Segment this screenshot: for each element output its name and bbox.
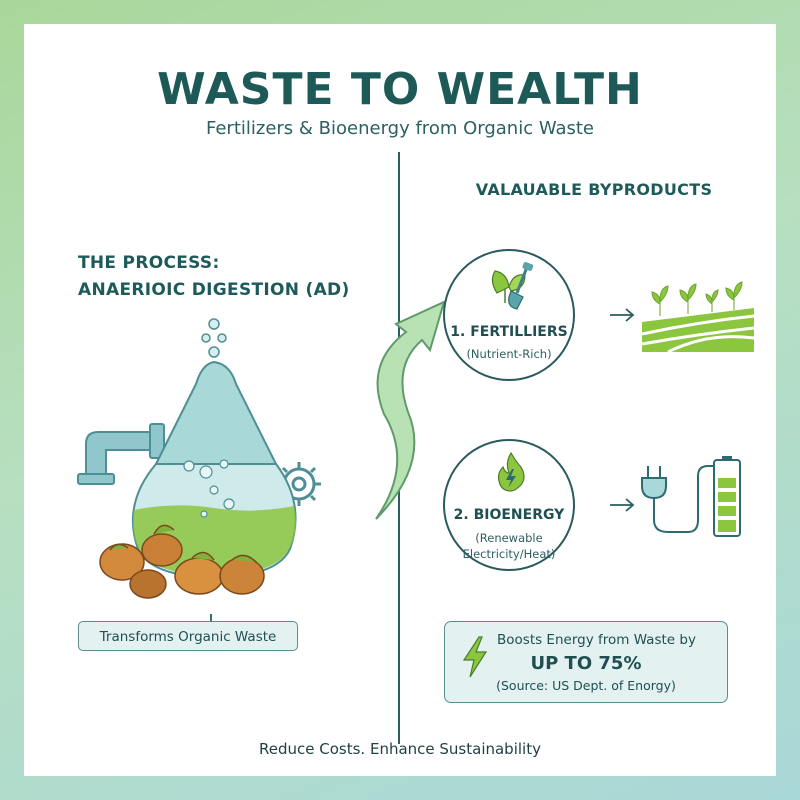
bioenergy-card: 2. BIOENERGY (Renewable Electricity/Heat… xyxy=(443,439,575,571)
page-title: WASTE TO WEALTH xyxy=(157,64,643,115)
infographic-panel: WASTE TO WEALTH Fertilizers & Bioenergy … xyxy=(24,24,776,776)
bioenergy-sub: (Renewable Electricity/Heat) xyxy=(445,530,573,562)
bioenergy-sub-line2: Electricity/Heat) xyxy=(462,547,556,561)
process-title-line1: THE PROCESS: xyxy=(78,253,220,273)
fertilizer-sub: (Nutrient-Rich) xyxy=(466,347,552,361)
lightning-bolt-icon xyxy=(462,636,488,678)
digester-illustration xyxy=(77,318,321,631)
plant-shovel-icon xyxy=(491,262,534,310)
curved-arrow-icon xyxy=(375,300,446,520)
digester-cone xyxy=(154,360,278,465)
stat-source: (Source: US Dept. of Enorgy) xyxy=(496,678,676,693)
transforms-label: Transforms Organic Waste xyxy=(78,621,298,651)
plug-battery-icon xyxy=(641,456,741,537)
bioenergy-sub-line1: (Renewable xyxy=(475,531,543,545)
pipe-icon xyxy=(77,423,165,485)
process-title: THE PROCESS: ANAERIOIC DIGESTION (AD) xyxy=(78,250,350,304)
footer-tagline: Reduce Costs. Enhance Sustainability xyxy=(259,740,541,758)
right-arrow-icon xyxy=(610,308,635,322)
bubbles-icon xyxy=(201,318,227,358)
byproducts-title: VALAUABLE BYPRODUCTS xyxy=(475,180,713,199)
right-arrow-icon-2 xyxy=(610,498,635,512)
fertilizer-card: 1. FERTILLIERS (Nutrient-Rich) xyxy=(443,249,575,381)
bioenergy-label: 2. BIOENERGY xyxy=(453,507,565,523)
flame-bolt-icon xyxy=(497,451,525,492)
stat-highlight: UP TO 75% xyxy=(530,653,642,674)
stat-line1: Boosts Energy from Waste by xyxy=(497,632,696,648)
fertilizer-label: 1. FERTILLIERS xyxy=(450,324,568,340)
page-subtitle: Fertilizers & Bioenergy from Organic Was… xyxy=(205,118,595,139)
organic-waste-icon xyxy=(99,524,265,599)
crop-field-icon xyxy=(641,281,755,354)
energy-stat-box: Boosts Energy from Waste by UP TO 75% (S… xyxy=(444,621,728,703)
process-title-line2: ANAERIOIC DIGESTION (AD) xyxy=(78,280,350,300)
